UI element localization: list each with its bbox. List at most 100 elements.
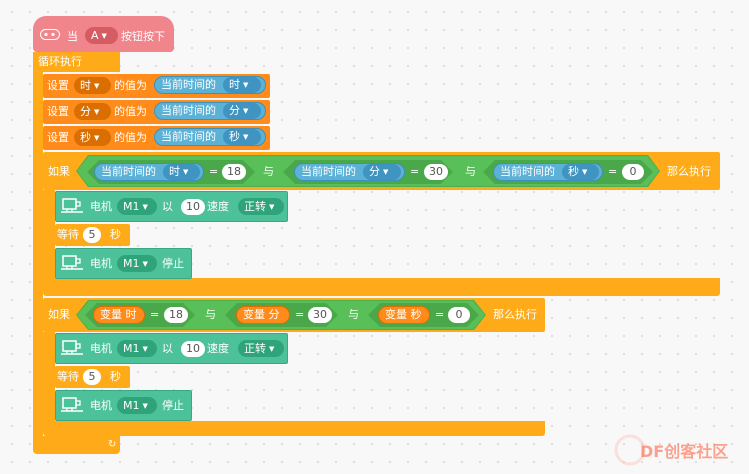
caret-down-icon: ▼	[243, 133, 249, 141]
if2-cond2-eq: =	[295, 308, 305, 321]
if2-motor-run-label: 电机	[90, 342, 112, 355]
loop-arrow-icon: ↻	[108, 439, 117, 450]
current-time-label: 当前时间的	[161, 104, 216, 117]
if2-wait-value[interactable]: 5	[83, 369, 101, 385]
df-watermark: DF创客社区	[614, 430, 748, 470]
if1-wait-value[interactable]: 5	[83, 227, 101, 243]
if1-motor-run-dropdown[interactable]: M1▼	[117, 198, 157, 215]
forever-label: 循环执行	[38, 55, 82, 68]
if2-cond3-variable[interactable]: 变量 秒	[378, 306, 430, 324]
if1-cond1-value[interactable]: 18	[222, 164, 246, 180]
if1-cond1-eq: =	[209, 165, 219, 178]
if2-cond2-value[interactable]: 30	[308, 307, 332, 323]
set-variable-value: 分	[80, 105, 91, 118]
if1-and2-label: 与	[465, 165, 476, 178]
caret-down-icon: ▼	[142, 203, 148, 211]
button-key-value: A	[91, 29, 99, 42]
time-unit-value: 分	[229, 104, 240, 117]
if2-motor-run-at: 以	[162, 342, 173, 355]
if1-motor-dir-value: 正转	[244, 200, 266, 213]
forever-loop-arm	[33, 72, 43, 437]
button-key-dropdown[interactable]: A▼	[85, 27, 118, 44]
gamepad-icon	[40, 29, 60, 40]
set-value-of-label: 的值为	[114, 131, 147, 144]
forever-loop-bottom[interactable]	[33, 436, 120, 454]
if1-motor-stop-action: 停止	[162, 257, 184, 270]
motor-icon	[60, 339, 86, 359]
set-variable-dropdown[interactable]: 秒▼	[74, 129, 111, 146]
caret-down-icon: ▼	[142, 260, 148, 268]
set-label: 设置	[47, 131, 69, 144]
if2-cond1-eq: =	[150, 308, 160, 321]
if1-bottom[interactable]	[43, 278, 720, 296]
current-time-reporter[interactable]: 当前时间的 秒▼	[154, 128, 266, 146]
df-logo-icon	[614, 434, 646, 466]
set-variable-value: 时	[80, 79, 91, 92]
if2-cond1-value[interactable]: 18	[164, 307, 188, 323]
if2-wait-label: 等待	[57, 370, 79, 383]
if1-motor-stop-dropdown[interactable]: M1▼	[117, 255, 157, 272]
if1-and1-label: 与	[263, 165, 274, 178]
if1-cond3-value[interactable]: 0	[622, 164, 644, 180]
caret-down-icon: ▼	[269, 345, 275, 353]
caret-down-icon: ▼	[243, 81, 249, 89]
if2-cond2-variable-label: 变量 分	[243, 308, 280, 321]
watermark-text: DF创客社区	[640, 442, 729, 461]
current-time-reporter[interactable]: 当前时间的 分▼	[154, 102, 266, 120]
time-unit-dropdown[interactable]: 分▼	[223, 103, 261, 119]
current-time-reporter[interactable]: 当前时间的 时▼	[154, 76, 266, 94]
if2-motor-run-dropdown[interactable]: M1▼	[117, 340, 157, 357]
if1-then-label: 那么执行	[667, 165, 711, 178]
if2-motor-dir-value: 正转	[244, 342, 266, 355]
motor-icon	[60, 197, 86, 217]
if2-cond2-variable[interactable]: 变量 分	[236, 306, 290, 324]
set-label: 设置	[47, 105, 69, 118]
time-unit-value: 时	[229, 78, 240, 91]
if1-cond2-unit-dropdown[interactable]: 分▼	[363, 164, 401, 180]
caret-down-icon: ▼	[101, 32, 107, 40]
if2-motor-stop-action: 停止	[162, 399, 184, 412]
if1-cond1-reporter[interactable]: 当前时间的 时▼	[94, 163, 204, 181]
if2-and1-label: 与	[205, 308, 216, 321]
if2-motor-speed-value[interactable]: 10	[181, 341, 205, 357]
time-unit-value: 秒	[229, 130, 240, 143]
if2-motor-dir-dropdown[interactable]: 正转▼	[238, 340, 284, 357]
caret-down-icon: ▼	[142, 345, 148, 353]
if1-cond1-unit-value: 时	[169, 165, 180, 178]
caret-down-icon: ▼	[142, 402, 148, 410]
if2-then-label: 那么执行	[493, 308, 537, 321]
if1-wait-unit: 秒	[110, 228, 121, 241]
if2-motor-stop-motor: M1	[123, 399, 140, 412]
current-time-label: 当前时间的	[161, 78, 216, 91]
if2-cond1-variable[interactable]: 变量 时	[93, 306, 145, 324]
if2-motor-run-motor: M1	[123, 342, 140, 355]
if2-bottom[interactable]	[43, 421, 545, 436]
set-value-of-label: 的值为	[114, 79, 147, 92]
set-variable-dropdown[interactable]: 时▼	[74, 77, 111, 94]
if1-motor-dir-dropdown[interactable]: 正转▼	[238, 198, 284, 215]
if1-cond2-reporter[interactable]: 当前时间的 分▼	[294, 163, 405, 181]
motor-icon	[60, 396, 86, 416]
time-unit-dropdown[interactable]: 秒▼	[223, 129, 261, 145]
if2-motor-speed-label: 速度	[207, 342, 229, 355]
if2-wait-unit: 秒	[110, 370, 121, 383]
caret-down-icon: ▼	[582, 168, 588, 176]
set-value-of-label: 的值为	[114, 105, 147, 118]
hat-action-label: 按钮按下	[121, 30, 165, 43]
time-unit-dropdown[interactable]: 时▼	[223, 77, 261, 93]
caret-down-icon: ▼	[94, 108, 100, 116]
set-variable-dropdown[interactable]: 分▼	[74, 103, 111, 120]
if1-cond3-unit-dropdown[interactable]: 秒▼	[562, 164, 599, 180]
caret-down-icon: ▼	[269, 203, 275, 211]
if2-and2-label: 与	[348, 308, 359, 321]
if1-cond2-value[interactable]: 30	[424, 164, 448, 180]
if2-arm	[43, 332, 55, 422]
forever-loop-block[interactable]	[33, 52, 120, 72]
if2-motor-stop-dropdown[interactable]: M1▼	[117, 397, 157, 414]
set-label: 设置	[47, 79, 69, 92]
if2-cond3-value[interactable]: 0	[448, 307, 470, 323]
if1-cond3-reporter[interactable]: 当前时间的 秒▼	[493, 163, 603, 181]
if1-cond1-unit-dropdown[interactable]: 时▼	[163, 164, 200, 180]
if1-if-label: 如果	[48, 165, 70, 178]
if1-motor-speed-value[interactable]: 10	[181, 199, 205, 215]
